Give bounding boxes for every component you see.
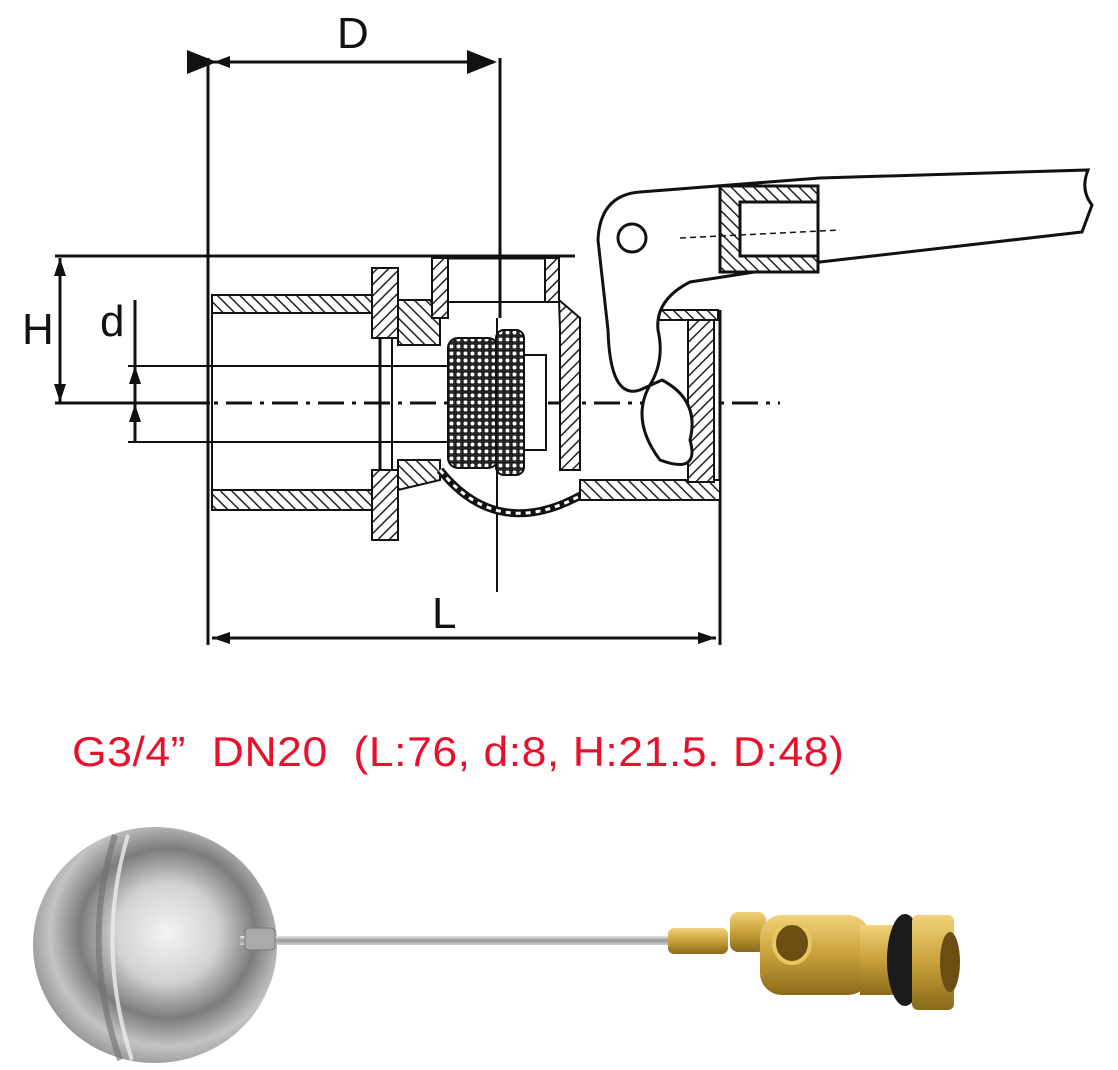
valve-technical-drawing: [54, 50, 1094, 645]
dimension-label-D: D: [337, 9, 369, 58]
brass-valve: [668, 912, 960, 1010]
dimension-label-L: L: [432, 589, 457, 638]
dimension-L: [212, 632, 716, 644]
flange: [371, 267, 399, 541]
valve-seal: [447, 329, 547, 476]
dimension-D: [187, 50, 497, 74]
spec-title: G3/4” DN20 (L:76, d:8, H:21.5. D:48): [72, 728, 845, 775]
dimension-label-d: d: [100, 297, 125, 346]
dimension-label-H: H: [22, 305, 54, 354]
inlet-pipe: [211, 294, 378, 511]
float-ball: [33, 827, 277, 1063]
dimension-d: [129, 300, 141, 442]
float-rod: [240, 927, 670, 951]
product-photo: [33, 827, 960, 1063]
dimension-H: [54, 258, 66, 402]
valve-body: [397, 256, 721, 518]
lever-arm: [596, 168, 1094, 466]
